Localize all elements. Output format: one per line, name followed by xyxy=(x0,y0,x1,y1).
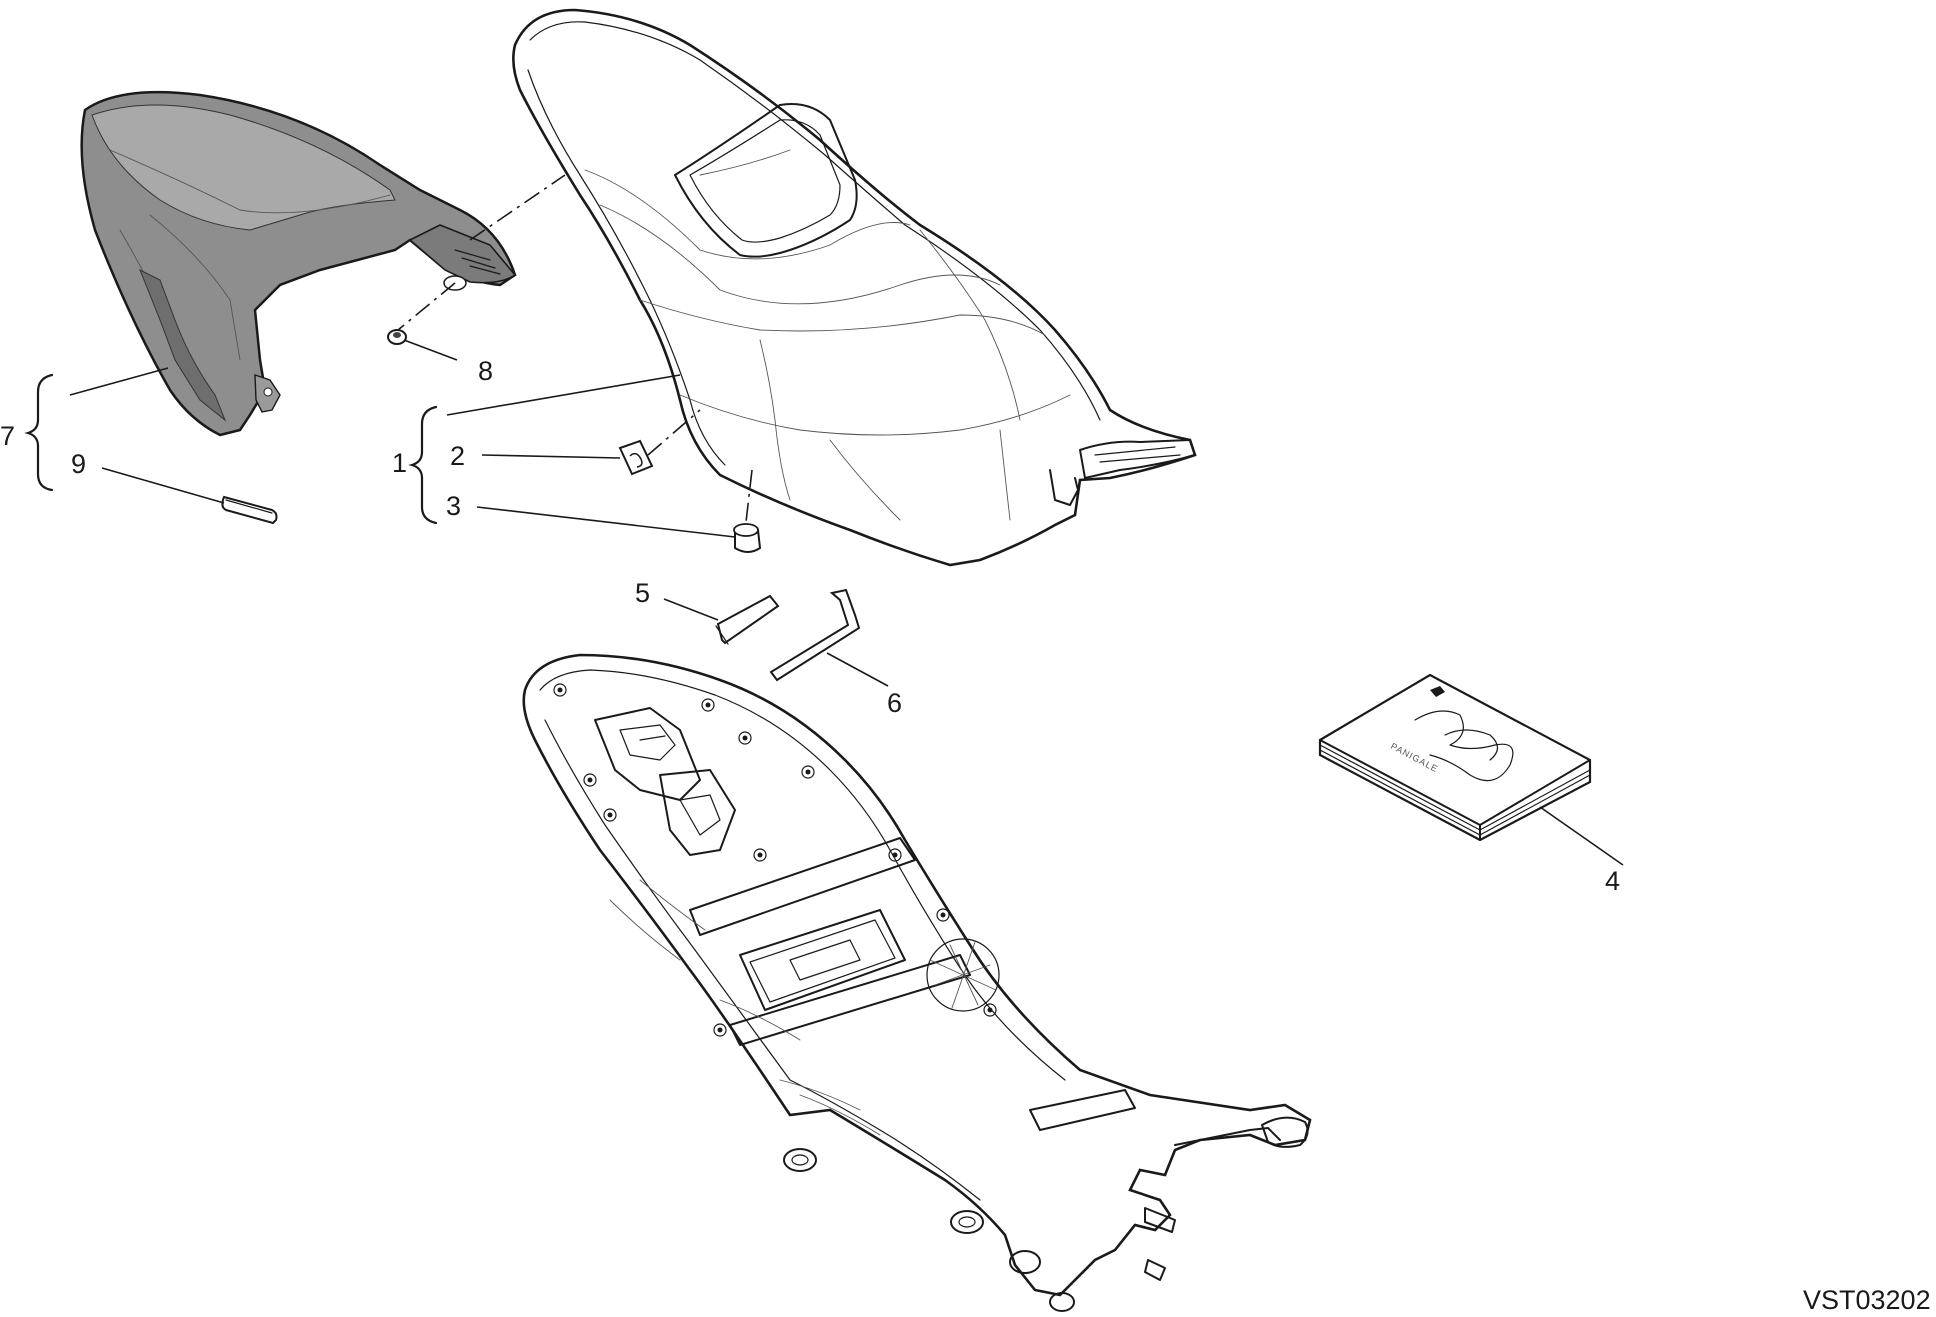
clip-part-2 xyxy=(618,439,654,476)
callout-brace-7 xyxy=(24,373,54,492)
assembly-line xyxy=(397,282,456,331)
callout-brace-1 xyxy=(408,405,438,525)
seat-cowl xyxy=(80,90,517,437)
callout-labels: 7 9 8 1 2 3 5 6 4 xyxy=(0,356,1620,896)
buffer-part-3 xyxy=(733,523,762,553)
reference-code: VST03202 xyxy=(1803,1285,1931,1315)
callout-6: 6 xyxy=(887,688,902,718)
hex-key-part-5 xyxy=(715,594,780,645)
rider-seat xyxy=(512,8,1197,567)
assembly-line xyxy=(469,174,566,241)
callout-8: 8 xyxy=(478,356,493,386)
grommet-part-8 xyxy=(387,329,407,345)
callout-7: 7 xyxy=(0,421,15,451)
owners-manual: PANIGALE xyxy=(1318,673,1592,842)
callout-9: 9 xyxy=(71,449,86,479)
mounting-lugs xyxy=(783,1148,1176,1312)
hex-key-part-6 xyxy=(769,588,861,682)
callout-2: 2 xyxy=(450,441,465,471)
callout-1: 1 xyxy=(392,448,407,478)
assembly-line xyxy=(647,409,701,456)
callout-5: 5 xyxy=(635,578,650,608)
callout-3: 3 xyxy=(446,491,461,521)
leader-lines xyxy=(69,339,1624,866)
rear-hub xyxy=(926,938,1000,1012)
callout-4: 4 xyxy=(1605,866,1620,896)
assembly-line xyxy=(745,469,753,523)
frame-bolts xyxy=(553,683,997,1037)
rear-subframe xyxy=(522,653,1312,1312)
pad-part-9 xyxy=(221,495,278,525)
